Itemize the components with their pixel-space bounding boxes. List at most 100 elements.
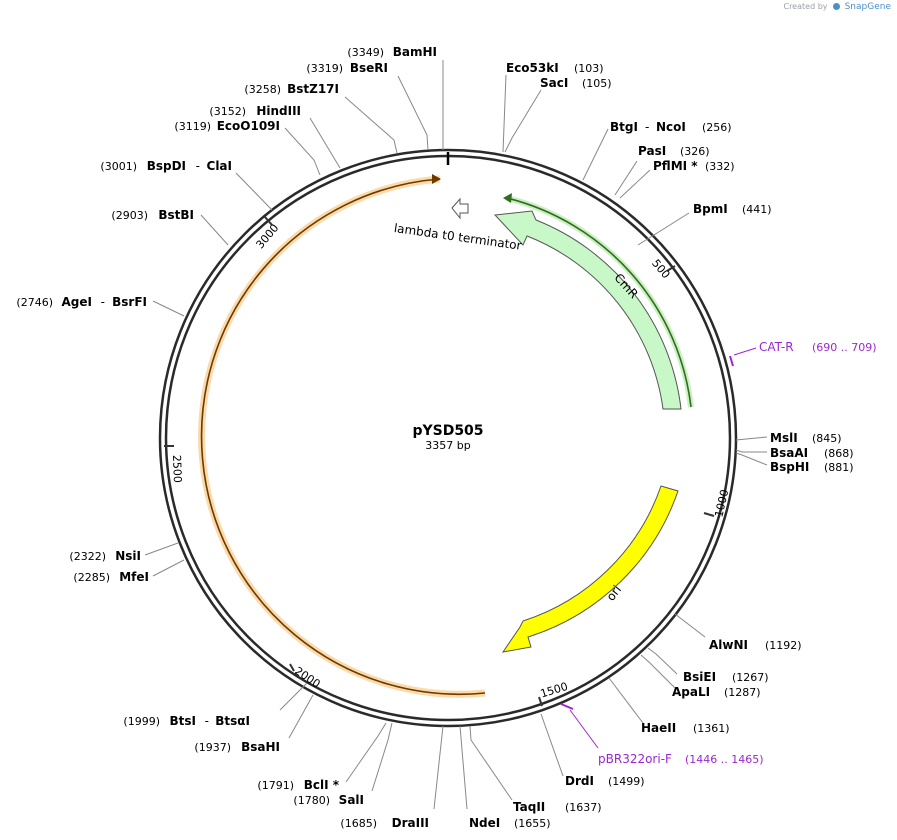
site-draiii-pos: (1685) bbox=[340, 817, 377, 830]
site-eco0109i-name[interactable]: EcoO109I bbox=[217, 119, 280, 133]
site-eco53ki-pos: (103) bbox=[574, 62, 604, 75]
site-btsi-pos: (1999) bbox=[123, 715, 160, 728]
lambda-t0-terminator-arrow[interactable] bbox=[451, 197, 469, 220]
site-bspdi-dash: - bbox=[196, 159, 200, 173]
site-clai-name[interactable]: ClaI bbox=[207, 159, 232, 173]
site-btgi-dash: - bbox=[645, 120, 649, 134]
site-bsahi-name[interactable]: BsaHI bbox=[241, 740, 280, 754]
leader-bsaai bbox=[735, 449, 767, 453]
lambda-t0-terminator-label: lambda t0 terminator bbox=[393, 221, 522, 253]
orange-arc-arrowhead bbox=[432, 174, 441, 184]
tick-1000 bbox=[703, 512, 715, 517]
site-pflmi-name[interactable]: PflMI * bbox=[653, 159, 698, 173]
site-btgi-name[interactable]: BtgI bbox=[610, 120, 638, 134]
snapgene-logo-icon bbox=[833, 3, 841, 10]
site-bstbi-pos: (2903) bbox=[111, 209, 148, 222]
primer-pbr322ori-f-range: (1446 .. 1465) bbox=[685, 753, 764, 766]
leader-bsiei bbox=[647, 647, 678, 675]
ori-feature-arrow[interactable] bbox=[501, 485, 679, 653]
backbone-outer-ring bbox=[158, 148, 738, 728]
leader-bspdi bbox=[235, 172, 273, 211]
leader-haeii bbox=[608, 677, 644, 724]
site-taqii-name[interactable]: TaqII bbox=[513, 800, 545, 814]
tick-label-2000: 2000 bbox=[292, 664, 322, 690]
site-btsi-name[interactable]: BtsI bbox=[170, 714, 197, 728]
site-bpmi-pos: (441) bbox=[742, 203, 772, 216]
leader-hindiii bbox=[309, 117, 341, 169]
site-agei-name[interactable]: AgeI bbox=[62, 295, 92, 309]
site-btsi-dash: - bbox=[205, 714, 209, 728]
site-alwni-name[interactable]: AlwNI bbox=[709, 638, 748, 652]
site-pflmi-pos: (332) bbox=[705, 160, 735, 173]
site-eco53ki-name[interactable]: Eco53kI bbox=[506, 61, 559, 75]
leader-btgi bbox=[582, 128, 609, 181]
leader-pasi bbox=[614, 160, 638, 196]
site-bseri-pos: (3319) bbox=[306, 62, 343, 75]
site-bsiei-name[interactable]: BsiEI bbox=[683, 670, 716, 684]
leader-draiii bbox=[433, 725, 444, 810]
leader-ndei bbox=[459, 725, 468, 810]
site-nsii-pos: (2322) bbox=[69, 550, 106, 563]
leader-eco53ki bbox=[502, 74, 507, 153]
site-agei-pos: (2746) bbox=[16, 296, 53, 309]
site-mfei-name[interactable]: MfeI bbox=[119, 570, 149, 584]
site-bstz17i-name[interactable]: BstZ17I bbox=[287, 82, 339, 96]
tick-1500 bbox=[538, 696, 543, 707]
primer-cat-r-name[interactable]: CAT-R bbox=[759, 340, 794, 354]
site-bsiei-pos: (1267) bbox=[732, 671, 769, 684]
site-sali-pos: (1780) bbox=[293, 794, 330, 807]
plasmid-center-label: pYSD505 3357 bp bbox=[368, 423, 528, 452]
site-bstbi-name[interactable]: BstBI bbox=[158, 208, 194, 222]
site-bpmi-name[interactable]: BpmI bbox=[693, 202, 728, 216]
site-nsii-name[interactable]: NsiI bbox=[115, 549, 141, 563]
site-bsphi-name[interactable]: BspHI bbox=[770, 460, 809, 474]
leader-taqii bbox=[469, 725, 513, 801]
site-bcli-name[interactable]: BclI * bbox=[304, 778, 340, 792]
tick-label-500: 500 bbox=[649, 257, 672, 281]
site-labels-right: NdeI (1655) TaqII (1637) DrdI (1499) Hae… bbox=[469, 61, 854, 830]
leader-bsphi bbox=[735, 452, 768, 466]
site-ncoi-name[interactable]: NcoI bbox=[656, 120, 686, 134]
tick-label-1500: 1500 bbox=[539, 680, 570, 701]
site-leader-lines bbox=[144, 60, 768, 810]
site-hindiii-name[interactable]: HindIII bbox=[256, 104, 301, 118]
site-bamhi-name[interactable]: BamHI bbox=[393, 45, 437, 59]
site-ndei-name[interactable]: NdeI bbox=[469, 816, 500, 830]
leader-bstz17i bbox=[344, 96, 398, 154]
primer-cat-r-marker bbox=[729, 355, 734, 367]
leader-nsii bbox=[144, 542, 179, 556]
site-msli-name[interactable]: MslI bbox=[770, 431, 798, 445]
leader-bcli bbox=[345, 722, 387, 783]
leader-saci bbox=[504, 89, 542, 153]
primer-cat-r-leader bbox=[733, 347, 757, 356]
site-apali-name[interactable]: ApaLI bbox=[672, 685, 710, 699]
site-btsalpha-name[interactable]: BtsαI bbox=[215, 714, 250, 728]
site-agei-dash: - bbox=[101, 295, 105, 309]
site-bsrfi-name[interactable]: BsrFI bbox=[112, 295, 147, 309]
cmr-feature-arrow[interactable] bbox=[493, 210, 682, 410]
site-bsahi-pos: (1937) bbox=[194, 741, 231, 754]
leader-eco0109i bbox=[284, 127, 321, 176]
site-bstz17i-pos: (3258) bbox=[244, 83, 281, 96]
site-drdi-name[interactable]: DrdI bbox=[565, 774, 594, 788]
site-bseri-name[interactable]: BseRI bbox=[350, 61, 388, 75]
primer-cat-r-range: (690 .. 709) bbox=[812, 341, 877, 354]
site-bamhi-pos: (3349) bbox=[347, 46, 384, 59]
tick-label-1000: 1000 bbox=[712, 488, 731, 518]
site-pasi-name[interactable]: PasI bbox=[638, 144, 666, 158]
primer-pbr322ori-f-name[interactable]: pBR322ori-F bbox=[598, 752, 672, 766]
site-draiii-name[interactable]: DraIII bbox=[392, 816, 429, 830]
site-sali-name[interactable]: SalI bbox=[339, 793, 364, 807]
site-bspdi-pos: (3001) bbox=[100, 160, 137, 173]
site-bsaai-name[interactable]: BsaAI bbox=[770, 446, 808, 460]
site-drdi-pos: (1499) bbox=[608, 775, 645, 788]
site-bspdi-name[interactable]: BspDI bbox=[147, 159, 186, 173]
site-saci-name[interactable]: SacI bbox=[540, 76, 568, 90]
site-pasi-pos: (326) bbox=[680, 145, 710, 158]
tick-2000 bbox=[289, 663, 295, 672]
orange-arc bbox=[200, 178, 486, 696]
site-haeii-name[interactable]: HaeII bbox=[641, 721, 676, 735]
primer-pbr322ori-f-leader bbox=[569, 709, 599, 749]
site-hindiii-pos: (3152) bbox=[209, 105, 246, 118]
